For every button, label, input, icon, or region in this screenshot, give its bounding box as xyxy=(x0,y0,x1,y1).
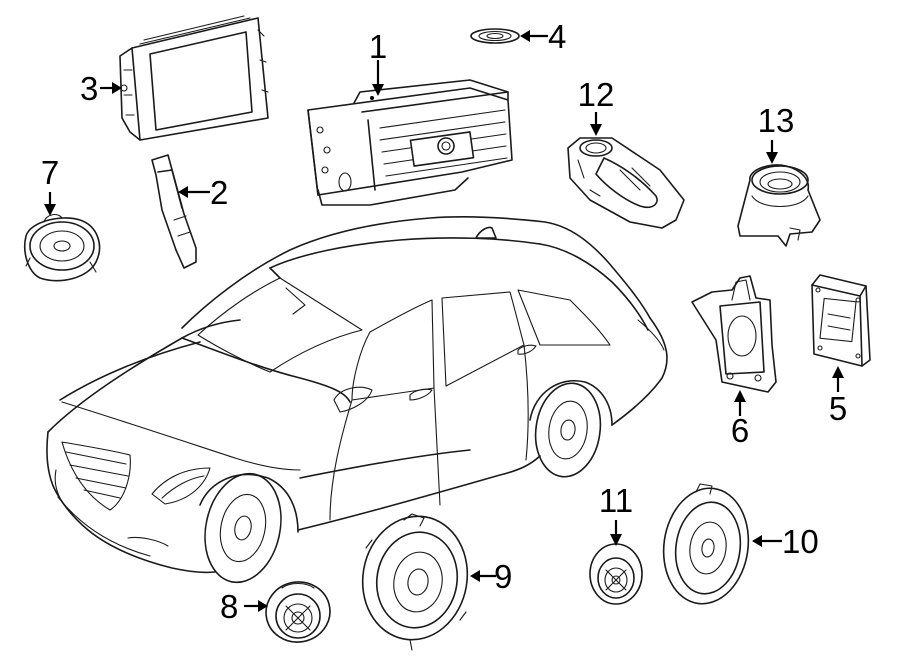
callout-9: 9 xyxy=(494,558,512,595)
callout-3: 3 xyxy=(80,70,98,107)
callout-13: 13 xyxy=(758,102,795,139)
display-screen-part xyxy=(119,15,269,141)
callout-4: 4 xyxy=(548,18,566,55)
head-unit-part xyxy=(307,79,513,206)
callout-5: 5 xyxy=(829,390,847,427)
callout-8: 8 xyxy=(220,588,238,625)
small-tweeter-part xyxy=(589,543,643,605)
bracket-part xyxy=(151,154,197,269)
control-switch-part xyxy=(567,137,685,229)
disc-part xyxy=(470,28,520,44)
control-module-part xyxy=(811,274,871,367)
callout-7: 7 xyxy=(41,154,59,191)
callout-2: 2 xyxy=(210,174,228,211)
door-speaker-part xyxy=(361,513,469,651)
callout-10: 10 xyxy=(782,523,819,560)
callout-1: 1 xyxy=(369,28,387,65)
knob-housing-part xyxy=(737,164,821,247)
tweeter-speaker-part xyxy=(265,581,331,643)
vehicle-sedan xyxy=(46,215,668,584)
callout-6: 6 xyxy=(731,412,749,449)
callout-12: 12 xyxy=(578,76,615,113)
mounting-bracket-part xyxy=(691,275,777,393)
rear-speaker-part xyxy=(662,483,750,605)
speaker-part xyxy=(24,213,101,282)
callout-11: 11 xyxy=(599,482,633,519)
